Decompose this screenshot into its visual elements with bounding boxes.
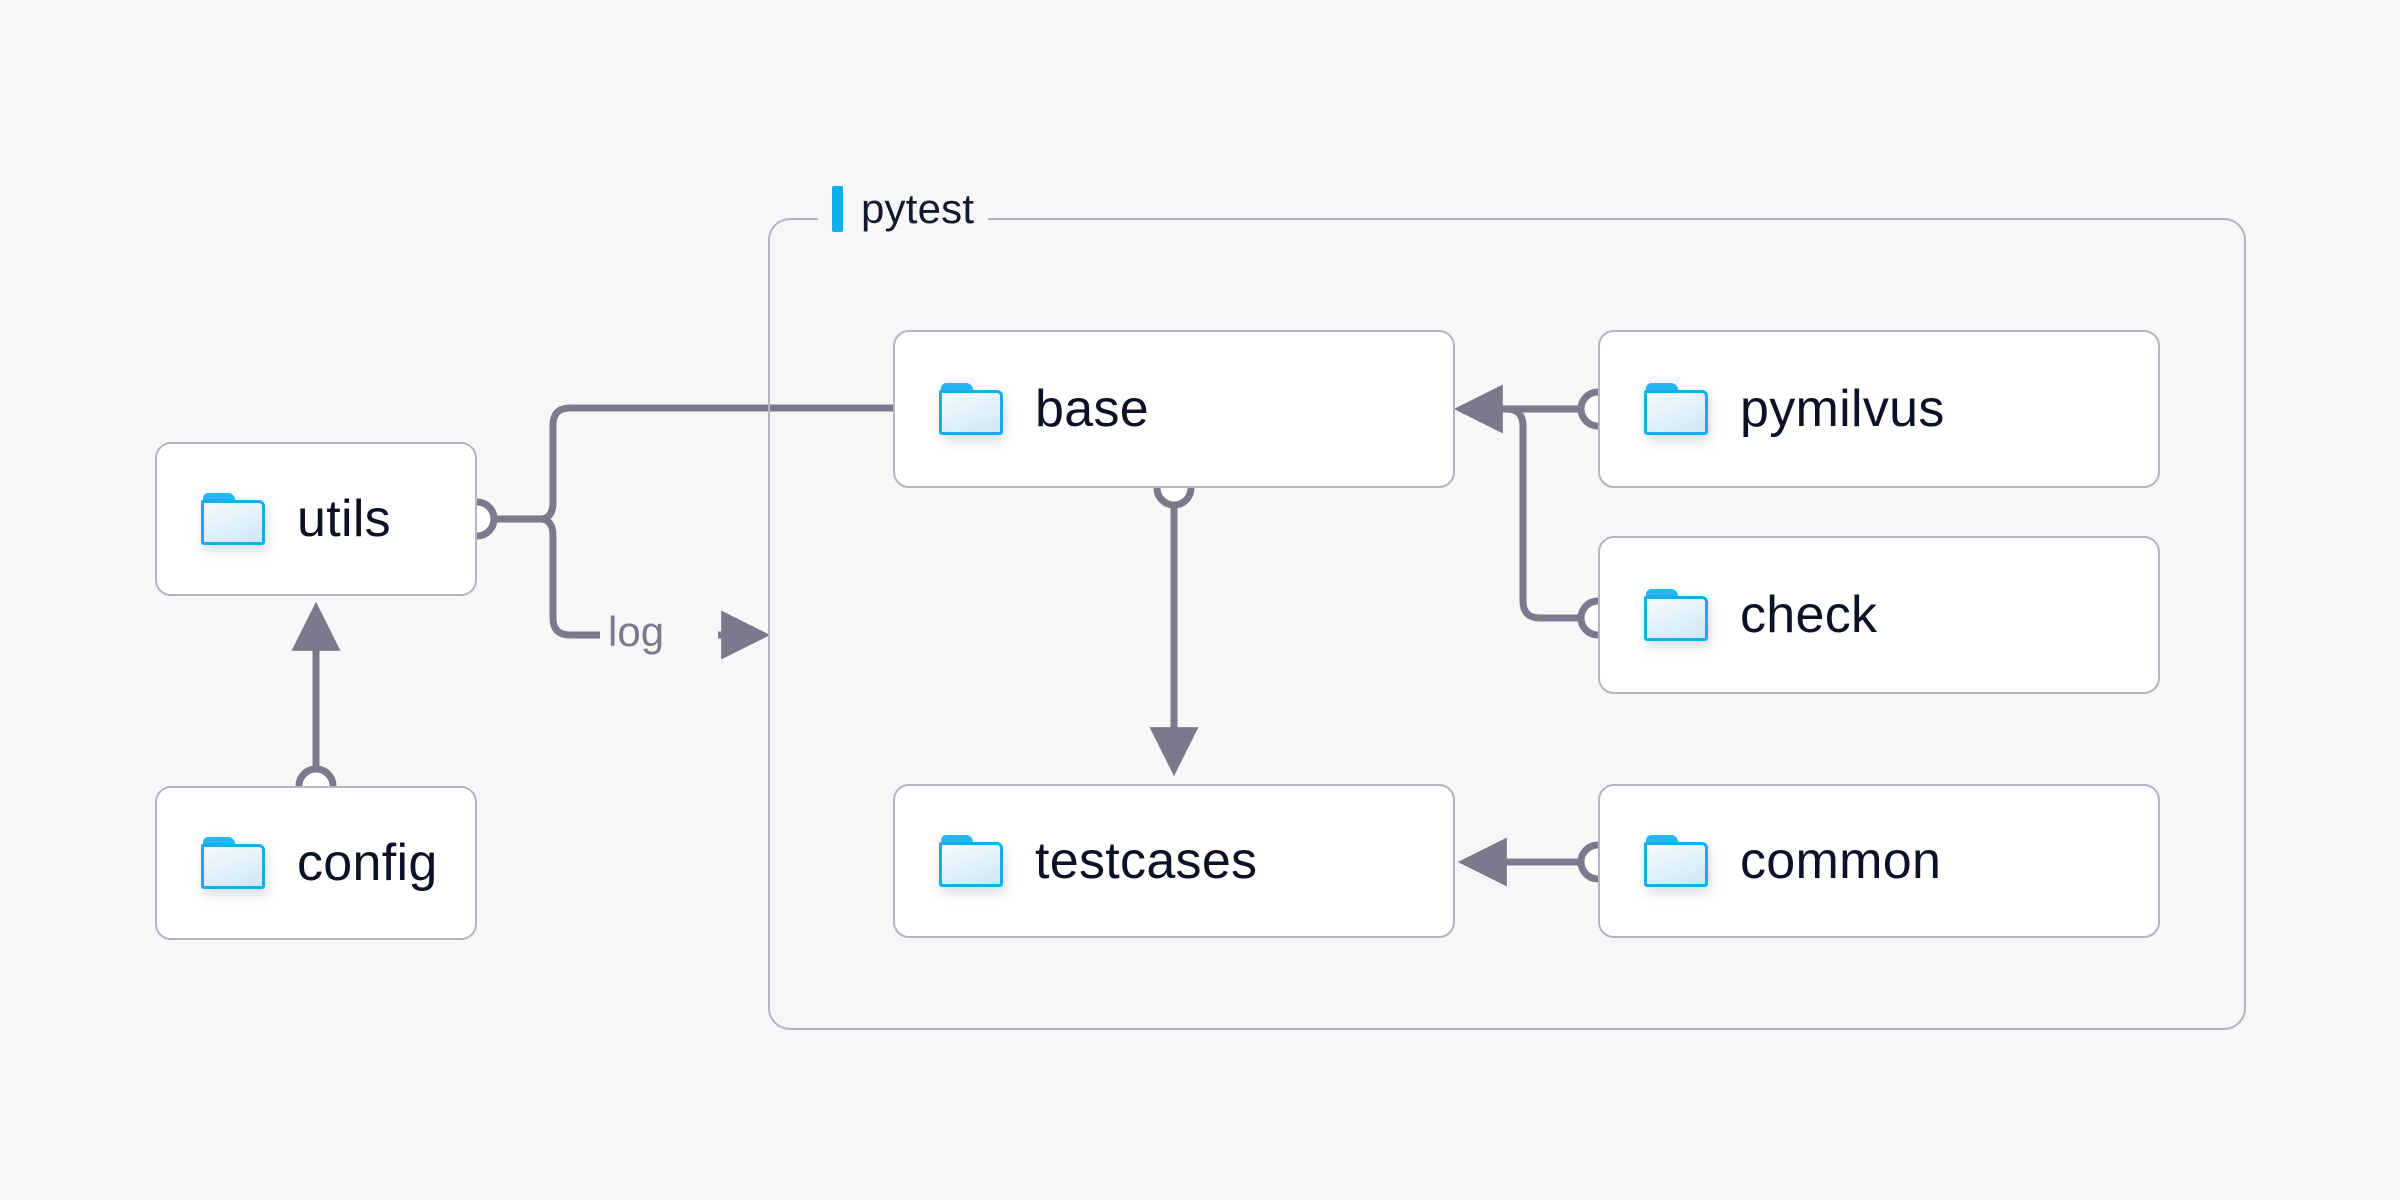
node-utils[interactable]: utils <box>155 442 477 596</box>
group-accent-bar <box>832 186 843 232</box>
node-label-base: base <box>1035 380 1149 438</box>
node-pymilvus[interactable]: pymilvus <box>1598 330 2160 488</box>
node-label-common: common <box>1740 832 1942 890</box>
node-testcases[interactable]: testcases <box>893 784 1455 938</box>
group-title-text: pytest <box>861 185 975 232</box>
node-label-testcases: testcases <box>1035 832 1258 890</box>
node-label-pymilvus: pymilvus <box>1740 380 1945 438</box>
folder-icon <box>201 493 265 545</box>
node-label-utils: utils <box>297 490 391 548</box>
node-label-config: config <box>297 834 438 892</box>
folder-icon <box>201 837 265 889</box>
folder-icon <box>1644 835 1708 887</box>
edge-config-utils <box>291 601 341 807</box>
node-base[interactable]: base <box>893 330 1455 488</box>
edge-label-log: log <box>600 608 673 656</box>
node-common[interactable]: common <box>1598 784 2160 938</box>
pytest-group-container <box>768 218 2246 1030</box>
node-label-check: check <box>1740 586 1878 644</box>
folder-icon <box>1644 589 1708 641</box>
node-check[interactable]: check <box>1598 536 2160 694</box>
pytest-group-label: pytest <box>818 185 989 233</box>
folder-icon <box>1644 383 1708 435</box>
folder-icon <box>939 383 1003 435</box>
folder-icon <box>939 835 1003 887</box>
node-config[interactable]: config <box>155 786 477 940</box>
edge-label-log-text: log <box>608 608 665 655</box>
